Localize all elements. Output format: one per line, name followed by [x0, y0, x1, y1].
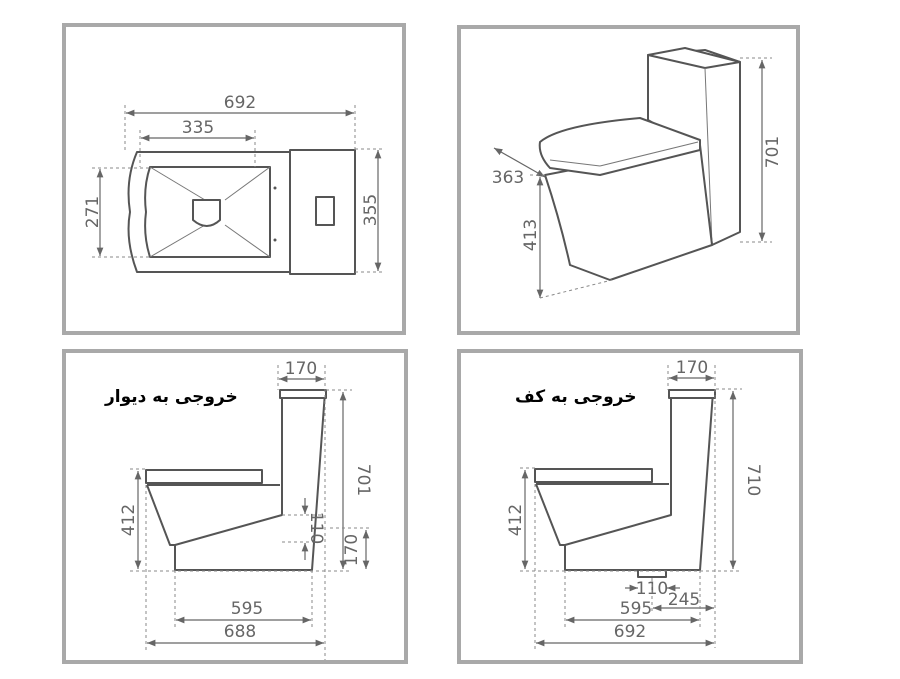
- dim-base-length: 595: [620, 599, 652, 619]
- floor-outlet-panel: 170 710 412 110 245 595 692 خروجی به کف: [457, 349, 803, 664]
- dim-seat-height: 412: [506, 504, 526, 536]
- dim-overall-length: 688: [224, 622, 256, 642]
- dim-outlet-distance: 245: [668, 590, 700, 610]
- floor-outlet-title: خروجی به کف: [515, 387, 637, 407]
- perspective-view-panel: 701 363 413: [457, 25, 800, 335]
- dim-height: 701: [763, 136, 783, 168]
- top-view-panel: 692 335 271 355: [62, 23, 406, 335]
- toilet-top-outline: [127, 149, 356, 275]
- dim-overall-length: 692: [614, 622, 646, 642]
- dim-outlet-diameter: 110: [636, 579, 668, 599]
- dim-seat-depth: 363: [492, 168, 524, 188]
- dim-seat-height: 413: [521, 219, 541, 251]
- dim-overall-width: 355: [361, 194, 381, 226]
- dim-outlet-height: 170: [342, 534, 362, 566]
- dim-bowl-length: 335: [182, 118, 214, 138]
- dim-outlet-diameter: 110: [306, 512, 326, 544]
- dim-height: 710: [743, 464, 763, 496]
- dim-bowl-width: 271: [83, 196, 103, 228]
- toilet-perspective-outline: [538, 47, 741, 281]
- toilet-side-outline-floor: [534, 389, 716, 578]
- dim-seat-height: 412: [119, 504, 139, 536]
- dim-base-length: 595: [231, 599, 263, 619]
- dim-height: 701: [353, 464, 373, 496]
- wall-outlet-panel: 170 701 412 110 170 595 688 خروجی به دیو…: [62, 349, 408, 664]
- dim-overall-length: 692: [224, 93, 256, 113]
- dim-tank-depth: 170: [285, 359, 317, 379]
- toilet-side-outline-wall: [145, 389, 327, 571]
- wall-outlet-title: خروجی به دیوار: [104, 387, 238, 407]
- dim-tank-depth: 170: [676, 358, 708, 378]
